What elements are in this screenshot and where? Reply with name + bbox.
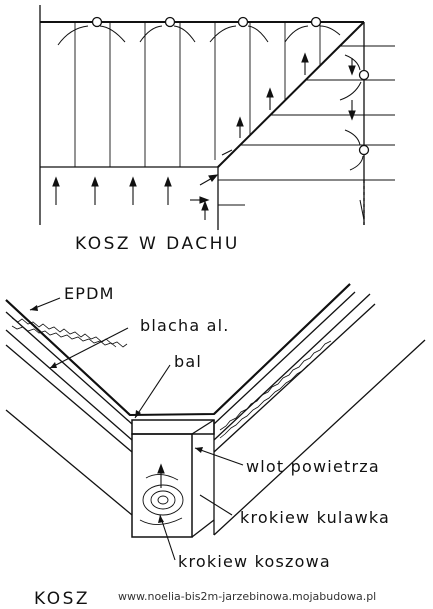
label-krokiew-koszowa: krokiew koszowa xyxy=(178,552,331,571)
airflow-curves xyxy=(57,25,365,221)
footer-url: www.noelia-bis2m-jarzebinowa.mojabudowa.… xyxy=(118,590,377,603)
label-blacha: blacha al. xyxy=(140,316,230,335)
rafters-right xyxy=(218,45,395,206)
label-wlot-powietrza: wlot powietrza xyxy=(246,457,380,476)
bottom-diagram-title: KOSZ xyxy=(34,589,91,609)
valley-section xyxy=(5,283,426,561)
rafters-left xyxy=(74,22,321,167)
ridge-vents xyxy=(91,16,370,156)
valley-diagonal xyxy=(217,21,365,168)
label-epdm: EPDM xyxy=(64,284,115,303)
label-bal: bal xyxy=(174,352,203,371)
insulation-hatch-right xyxy=(219,340,332,439)
insulation-hatch-left xyxy=(11,317,128,348)
leader-lines xyxy=(29,297,244,561)
top-diagram-title: KOSZ W DACHU xyxy=(75,234,240,254)
roof-valley-plan xyxy=(39,5,395,230)
airflow-arrows xyxy=(52,52,356,220)
air-inlet-arrow xyxy=(157,463,165,488)
leader-arrowheads xyxy=(30,305,203,523)
label-krokiew-kulawka: krokiew kulawka xyxy=(240,508,391,527)
